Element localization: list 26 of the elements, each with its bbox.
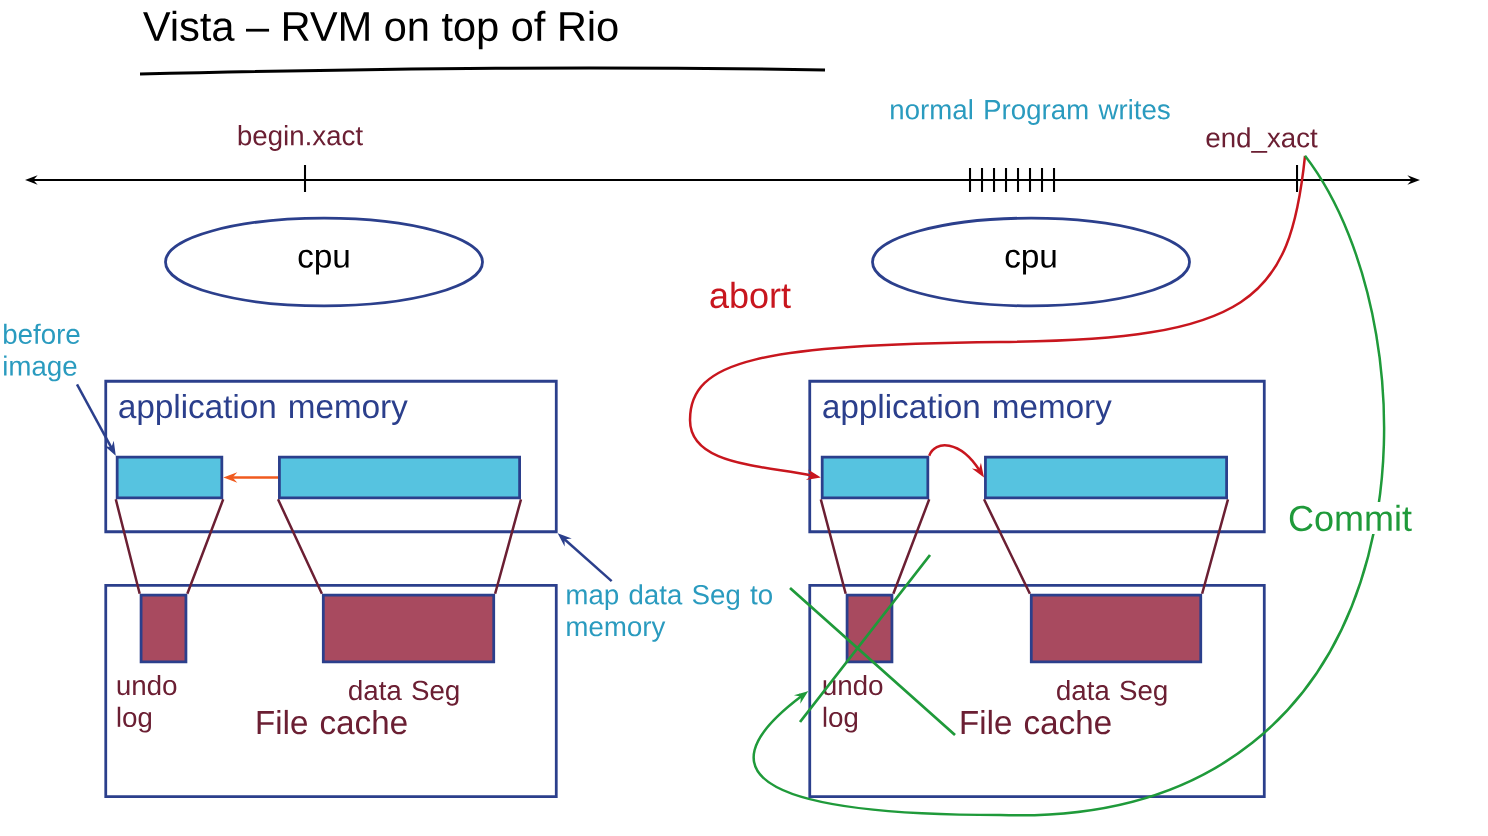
segment-label: data Seg bbox=[1057, 679, 1167, 706]
segment-label: data Seg bbox=[349, 679, 459, 706]
event-label: end_xact bbox=[1206, 127, 1318, 153]
segment-bar bbox=[321, 593, 496, 664]
segment-bar bbox=[278, 455, 521, 500]
edge-label: abort bbox=[706, 279, 794, 311]
segment-bar bbox=[139, 593, 188, 664]
arrow bbox=[688, 155, 1307, 480]
memory-box: application memory bbox=[808, 379, 1266, 534]
segment-bar bbox=[984, 455, 1228, 500]
arrow bbox=[753, 155, 1385, 817]
segment-bar bbox=[845, 593, 894, 664]
memory-box: application memory bbox=[104, 379, 558, 534]
title: Vista – RVM on top of Rio bbox=[143, 10, 618, 50]
mapping-lines bbox=[276, 498, 523, 595]
annotation-text: map data Seg to memory bbox=[567, 584, 772, 642]
segment-bar bbox=[820, 455, 930, 500]
mapping-lines bbox=[982, 498, 1230, 595]
segment-label: undo log bbox=[117, 674, 177, 733]
mapping-lines bbox=[819, 498, 931, 595]
time-label: normal Program writes bbox=[891, 99, 1170, 125]
segment-bar bbox=[1029, 593, 1203, 664]
edge-label: Commit bbox=[1285, 502, 1415, 534]
time-label: begin.xact bbox=[238, 125, 363, 151]
segment-bar bbox=[115, 455, 224, 500]
annotation-text: before image bbox=[4, 323, 80, 382]
